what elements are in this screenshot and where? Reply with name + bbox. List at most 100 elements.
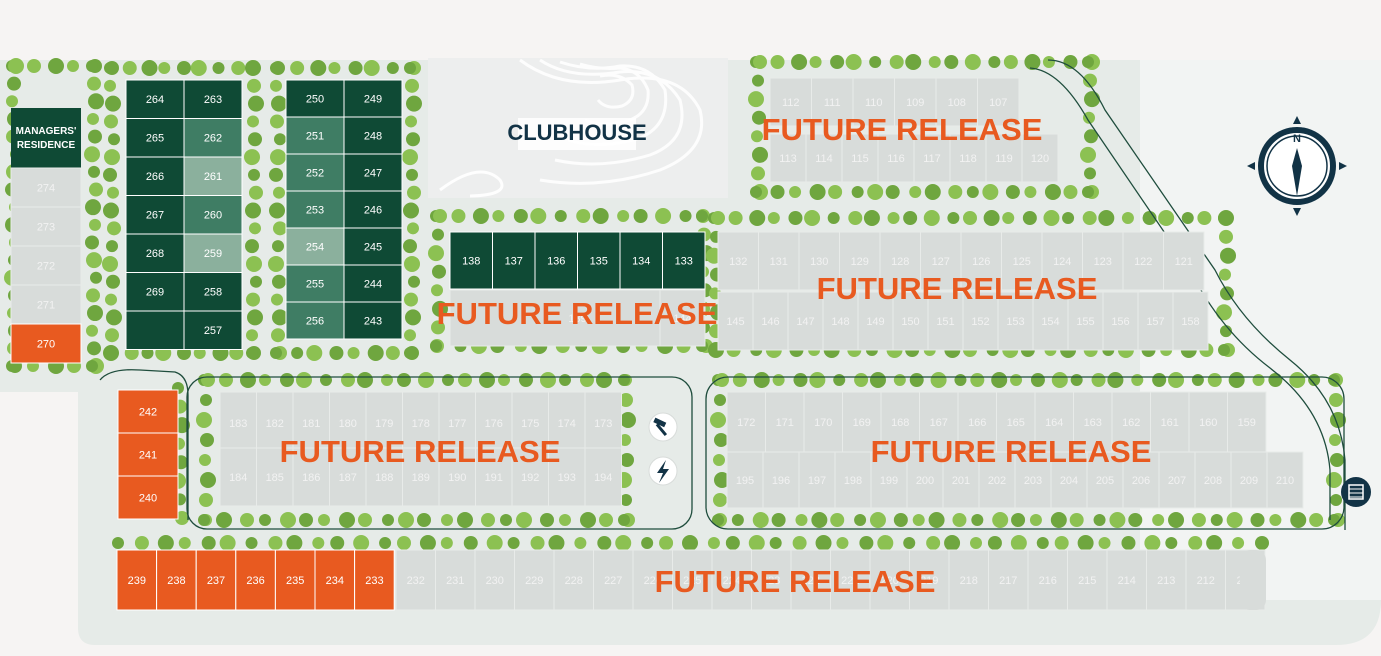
lot-147[interactable]: 147 xyxy=(787,291,824,351)
lot-164[interactable]: 164 xyxy=(1034,391,1074,453)
lot-165[interactable]: 165 xyxy=(996,391,1036,453)
lot-222[interactable]: 222 xyxy=(790,549,831,611)
lot-134[interactable]: 134 xyxy=(619,231,663,290)
lot-233[interactable]: 233 xyxy=(354,549,395,611)
lot-122[interactable]: 122 xyxy=(1122,231,1164,291)
lot-198[interactable]: 198 xyxy=(834,451,872,509)
lot-130[interactable]: 130 xyxy=(798,231,840,291)
lot-144[interactable]: 144 xyxy=(659,289,706,347)
lot-209[interactable]: 209 xyxy=(1230,451,1268,509)
lot-129[interactable]: 129 xyxy=(839,231,881,291)
lot-243[interactable]: 243 xyxy=(343,301,403,340)
lot-132[interactable]: 132 xyxy=(717,231,759,291)
lot-blank[interactable] xyxy=(125,310,185,350)
lot-137[interactable]: 137 xyxy=(492,231,536,290)
lot-170[interactable]: 170 xyxy=(803,391,843,453)
lot-262[interactable]: 262 xyxy=(183,118,243,158)
lot-125[interactable]: 125 xyxy=(1001,231,1043,291)
lot-242[interactable]: 242 xyxy=(117,389,179,434)
lot-225[interactable]: 225 xyxy=(672,549,713,611)
lot-228[interactable]: 228 xyxy=(553,549,594,611)
lot-206[interactable]: 206 xyxy=(1122,451,1160,509)
lot-223[interactable]: 223 xyxy=(751,549,792,611)
lot-121[interactable]: 121 xyxy=(1163,231,1205,291)
lot-131[interactable]: 131 xyxy=(758,231,800,291)
lot-120[interactable]: 120 xyxy=(1021,133,1059,183)
lot-151[interactable]: 151 xyxy=(927,291,964,351)
lot-203[interactable]: 203 xyxy=(1014,451,1052,509)
lot-157[interactable]: 157 xyxy=(1137,291,1174,351)
lot-108[interactable]: 108 xyxy=(935,77,978,127)
lot-156[interactable]: 156 xyxy=(1102,291,1139,351)
lot-196[interactable]: 196 xyxy=(762,451,800,509)
lot-200[interactable]: 200 xyxy=(906,451,944,509)
lot-135[interactable]: 135 xyxy=(577,231,621,290)
lot-227[interactable]: 227 xyxy=(593,549,634,611)
lot-127[interactable]: 127 xyxy=(920,231,962,291)
lot-229[interactable]: 229 xyxy=(514,549,555,611)
lot-181[interactable]: 181 xyxy=(292,391,330,455)
lot-126[interactable]: 126 xyxy=(960,231,1002,291)
lot-128[interactable]: 128 xyxy=(879,231,921,291)
lot-168[interactable]: 168 xyxy=(880,391,920,453)
lot-244[interactable]: 244 xyxy=(343,264,403,303)
lot-263[interactable]: 263 xyxy=(183,79,243,119)
lot-269[interactable]: 269 xyxy=(125,272,185,312)
lot-136[interactable]: 136 xyxy=(534,231,578,290)
lot-150[interactable]: 150 xyxy=(892,291,929,351)
lot-189[interactable]: 189 xyxy=(402,447,440,507)
lot-249[interactable]: 249 xyxy=(343,79,403,118)
lot-145[interactable]: 145 xyxy=(717,291,754,351)
lot-172[interactable]: 172 xyxy=(726,391,766,453)
lot-116[interactable]: 116 xyxy=(877,133,915,183)
lot-258[interactable]: 258 xyxy=(183,272,243,312)
lot-182[interactable]: 182 xyxy=(256,391,294,455)
lot-173[interactable]: 173 xyxy=(584,391,622,455)
lot-186[interactable]: 186 xyxy=(292,447,330,507)
lot-274[interactable]: 274 xyxy=(10,167,82,208)
lot-239[interactable]: 239 xyxy=(116,549,158,611)
lot-192[interactable]: 192 xyxy=(511,447,549,507)
lot-185[interactable]: 185 xyxy=(256,447,294,507)
lot-205[interactable]: 205 xyxy=(1086,451,1124,509)
lot-214[interactable]: 214 xyxy=(1106,549,1147,611)
lot-232[interactable]: 232 xyxy=(395,549,436,611)
lot-114[interactable]: 114 xyxy=(805,133,843,183)
lot-161[interactable]: 161 xyxy=(1150,391,1190,453)
lot-218[interactable]: 218 xyxy=(948,549,989,611)
lot-260[interactable]: 260 xyxy=(183,195,243,235)
lot-217[interactable]: 217 xyxy=(988,549,1029,611)
lot-183[interactable]: 183 xyxy=(219,391,257,455)
lot-169[interactable]: 169 xyxy=(842,391,882,453)
hammer-icon[interactable] xyxy=(648,412,678,442)
lot-166[interactable]: 166 xyxy=(957,391,997,453)
mailbox-icon[interactable] xyxy=(1341,477,1371,507)
lot-210[interactable]: 210 xyxy=(1266,451,1304,509)
lot-162[interactable]: 162 xyxy=(1111,391,1151,453)
lot-110[interactable]: 110 xyxy=(852,77,895,127)
lot-208[interactable]: 208 xyxy=(1194,451,1232,509)
lot-246[interactable]: 246 xyxy=(343,190,403,229)
lot-264[interactable]: 264 xyxy=(125,79,185,119)
lot-193[interactable]: 193 xyxy=(548,447,586,507)
lot-160[interactable]: 160 xyxy=(1188,391,1228,453)
lot-273[interactable]: 273 xyxy=(10,206,82,247)
lot-194[interactable]: 194 xyxy=(584,447,622,507)
lot-247[interactable]: 247 xyxy=(343,153,403,192)
lot-231[interactable]: 231 xyxy=(435,549,476,611)
lot-171[interactable]: 171 xyxy=(765,391,805,453)
lot-180[interactable]: 180 xyxy=(329,391,367,455)
lot-204[interactable]: 204 xyxy=(1050,451,1088,509)
lot-226[interactable]: 226 xyxy=(632,549,673,611)
lot-248[interactable]: 248 xyxy=(343,116,403,155)
lot-256[interactable]: 256 xyxy=(285,301,345,340)
lot-118[interactable]: 118 xyxy=(949,133,987,183)
lot-220[interactable]: 220 xyxy=(869,549,910,611)
lot-163[interactable]: 163 xyxy=(1073,391,1113,453)
lot-146[interactable]: 146 xyxy=(752,291,789,351)
lot-149[interactable]: 149 xyxy=(857,291,894,351)
lot-113[interactable]: 113 xyxy=(769,133,807,183)
lot-265[interactable]: 265 xyxy=(125,118,185,158)
lot-201[interactable]: 201 xyxy=(942,451,980,509)
lot-251[interactable]: 251 xyxy=(285,116,345,155)
